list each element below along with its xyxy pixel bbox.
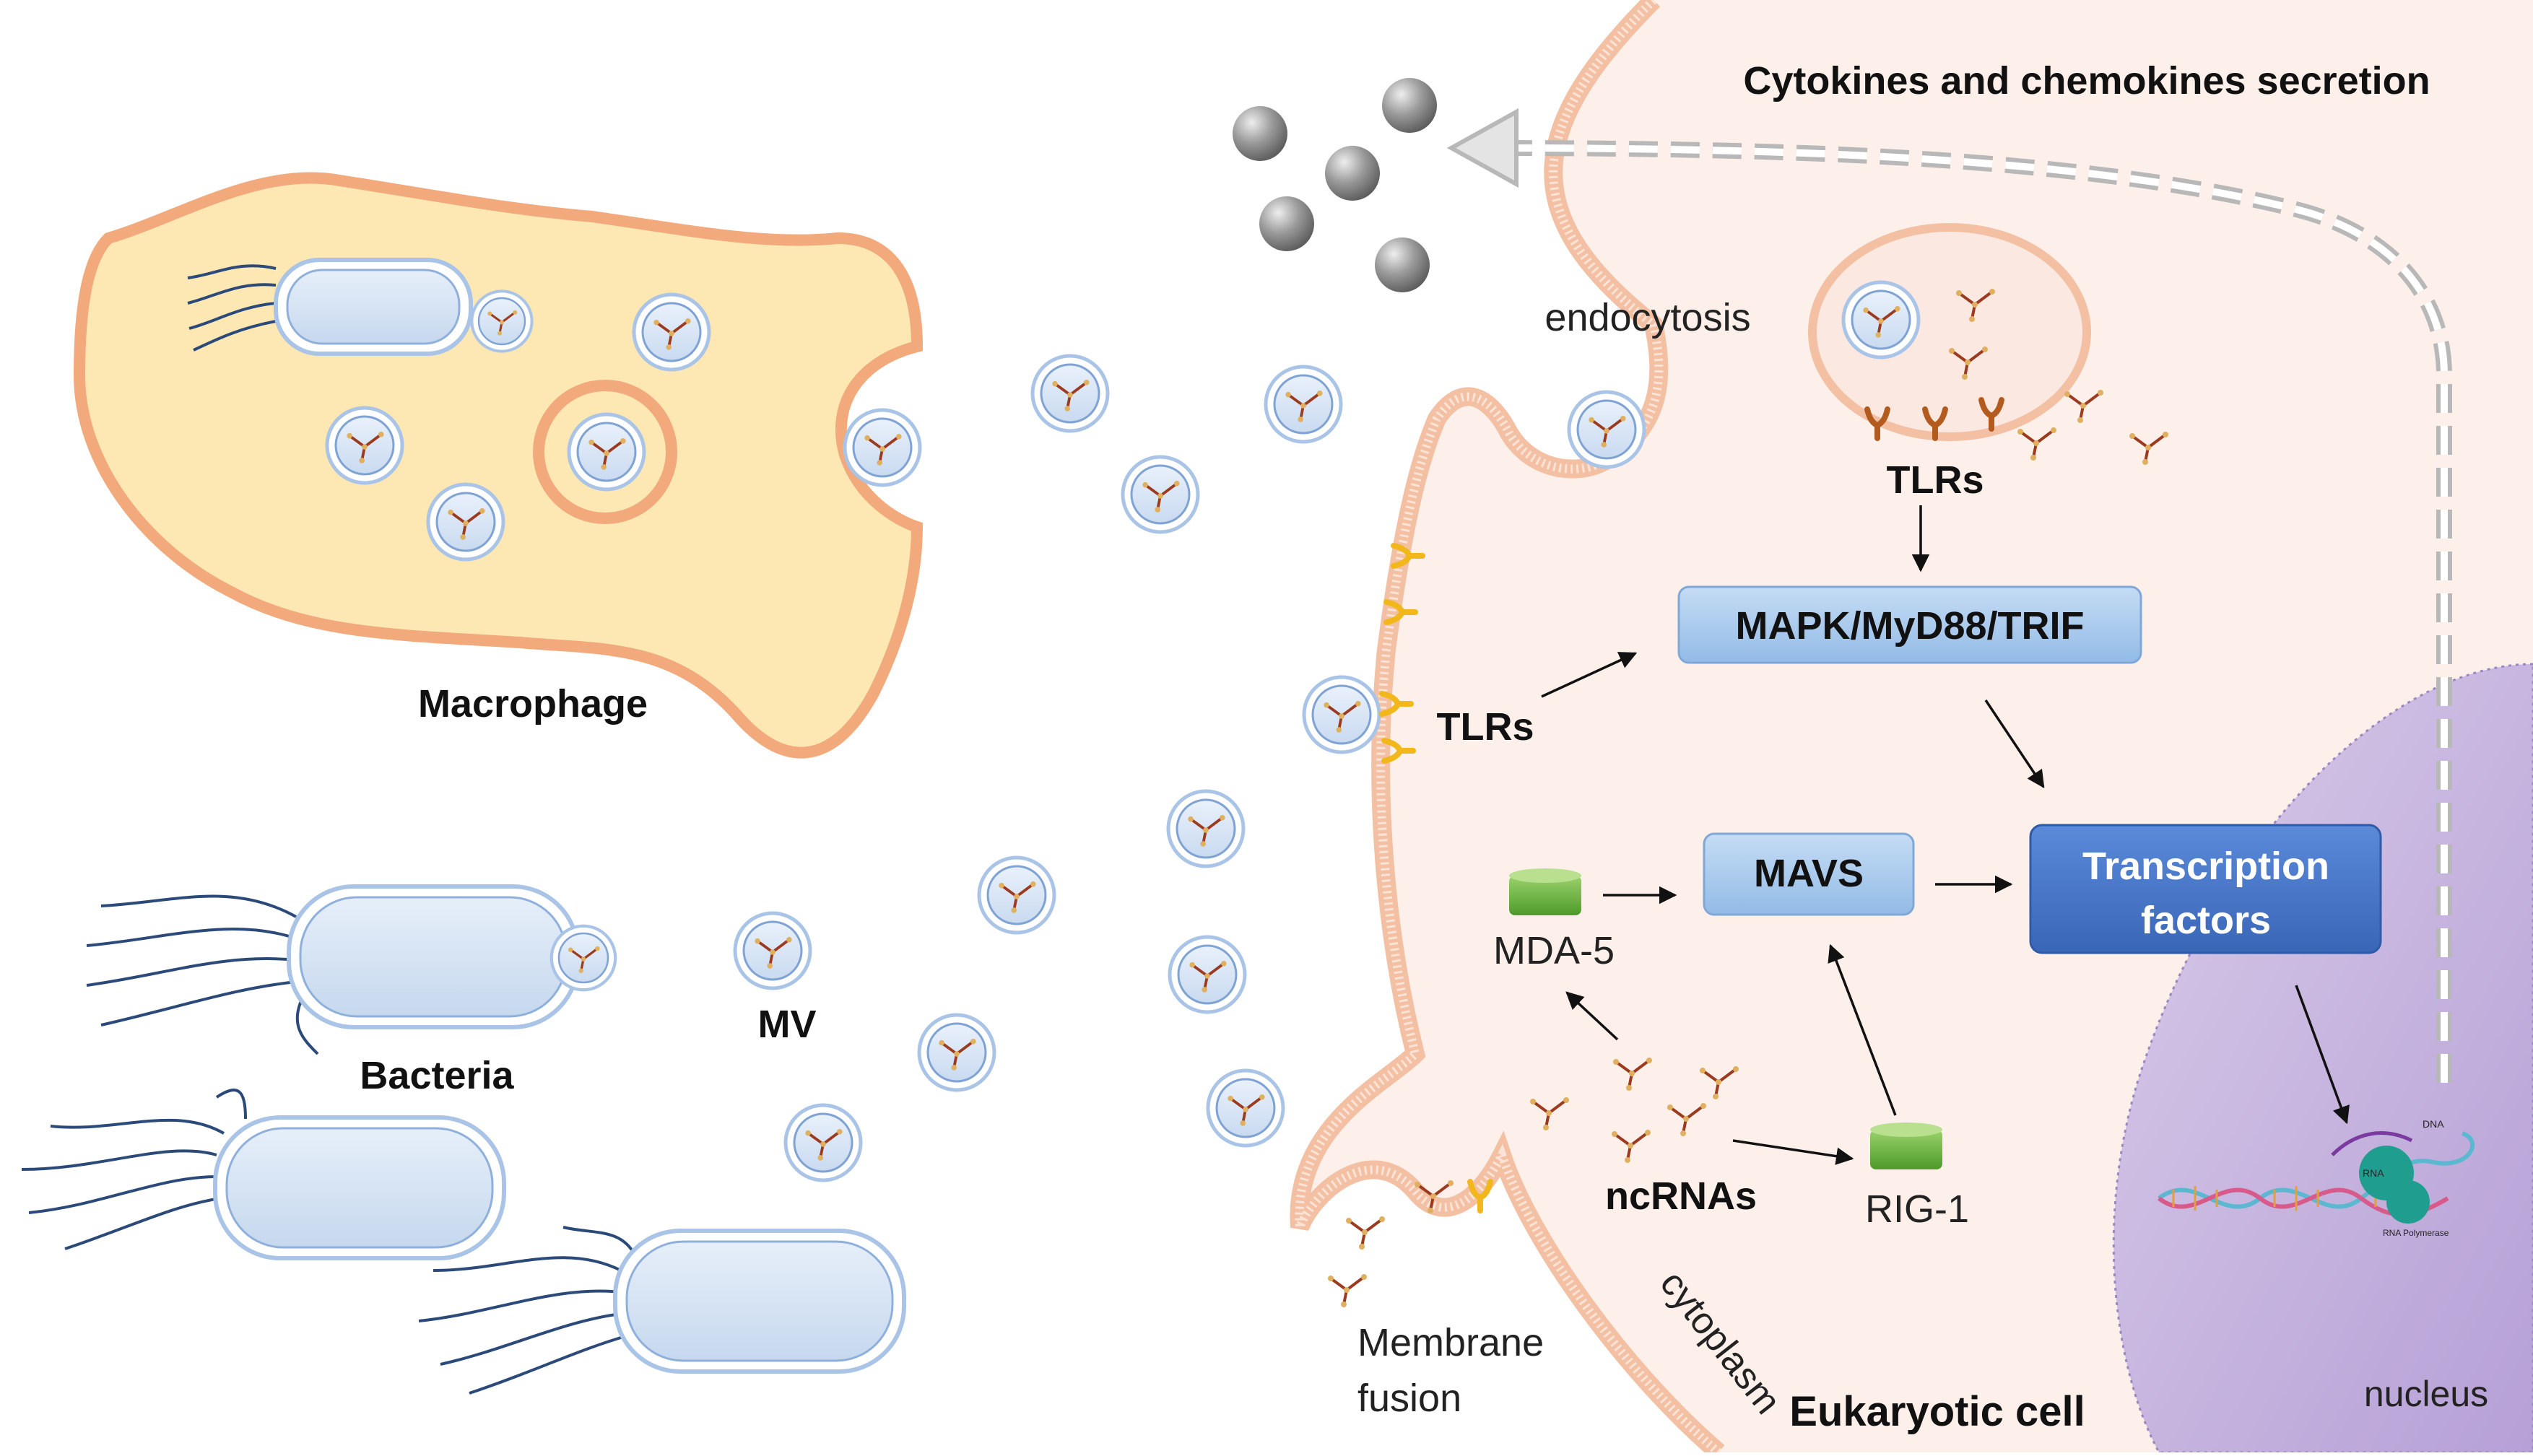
arrow-ncrnas-to-mda5 [1565,991,1619,1041]
vesicle [552,926,615,990]
bacterium [418,1226,906,1395]
rna-polymerase-label: RNA Polymerase [2383,1228,2449,1238]
secretion-label: Cytokines and chemokines secretion [1743,59,2430,103]
secretion-arrowhead [1446,108,1519,188]
membrane-fusion-label-1: Membrane [1357,1321,1544,1364]
vesicle [327,408,402,483]
transcription-factors-label-2: factors [2141,899,2271,942]
arrow-membrane-tlrs-to-mapk [1541,652,1638,698]
vesicle [979,858,1054,933]
tlrs-endosome-label: TLRs [1887,458,1984,502]
vesicle [1208,1071,1283,1146]
cytokine-ball [1233,106,1287,161]
mv-label: MV [758,1003,817,1046]
mapk-box: MAPK/MyD88/TRIF [1677,585,2142,664]
bacterium [86,884,580,1055]
vesicle [472,291,531,351]
membrane-fusion-label-2: fusion [1357,1377,1461,1420]
vesicle [1168,791,1243,866]
vesicle [428,484,503,559]
rig1-sensor [1870,1122,1942,1169]
bacterium [21,1089,506,1260]
transcription-factors-label-1: Transcription [2082,845,2329,888]
arrow-tf-to-dna [2295,985,2350,1125]
cytokine-ball [1375,237,1430,292]
vesicle [1266,367,1341,442]
ncrna [1344,1215,1386,1251]
vesicle [569,414,644,489]
vesicle [1569,392,1644,467]
arrow-rig1-to-mavs [1828,943,1897,1116]
vesicle [735,913,810,988]
vesicle [1170,937,1245,1012]
ncrna [1326,1273,1368,1309]
mavs-box-label: MAVS [1754,852,1864,895]
dna-transcription: DNA RNA RNA Polymerase [2158,1118,2475,1238]
transcription-factors-box: Transcription factors [2029,824,2382,954]
tlrs-membrane-label: TLRs [1437,705,1534,749]
arrow-ncrnas-to-rig1 [1732,1139,1854,1165]
mda5-sensor [1509,868,1581,915]
vesicle [1304,677,1379,752]
vesicle [634,295,709,370]
arrow-mapk-to-tf [1984,699,2045,789]
macrophage-label: Macrophage [418,682,648,725]
mda5-label: MDA-5 [1493,929,1615,972]
bacteria-label: Bacteria [360,1054,514,1097]
nucleus-label: nucleus [2364,1374,2488,1414]
vesicle [1843,282,1919,357]
endosome [1808,223,2091,441]
rna-label: RNA [2363,1167,2384,1179]
mavs-box: MAVS [1703,832,1915,916]
rig1-label: RIG-1 [1865,1187,1969,1231]
dna-label: DNA [2423,1118,2444,1130]
cytokine-ball [1382,78,1437,133]
macrophage-cell [73,172,924,759]
cytokine-ball [1325,146,1380,201]
vesicle [1123,457,1198,532]
cytokine-ball [1259,196,1314,251]
vesicle [845,410,920,485]
vesicle [1033,356,1108,431]
eukaryotic-cell-label: Eukaryotic cell [1789,1388,2085,1435]
vesicle [919,1015,994,1090]
mapk-box-label: MAPK/MyD88/TRIF [1735,604,2084,648]
bacterium-in-macrophage [187,258,473,356]
ncrnas-label: ncRNAs [1605,1174,1757,1218]
vesicle [786,1105,861,1180]
endocytosis-label: endocytosis [1544,296,1750,339]
